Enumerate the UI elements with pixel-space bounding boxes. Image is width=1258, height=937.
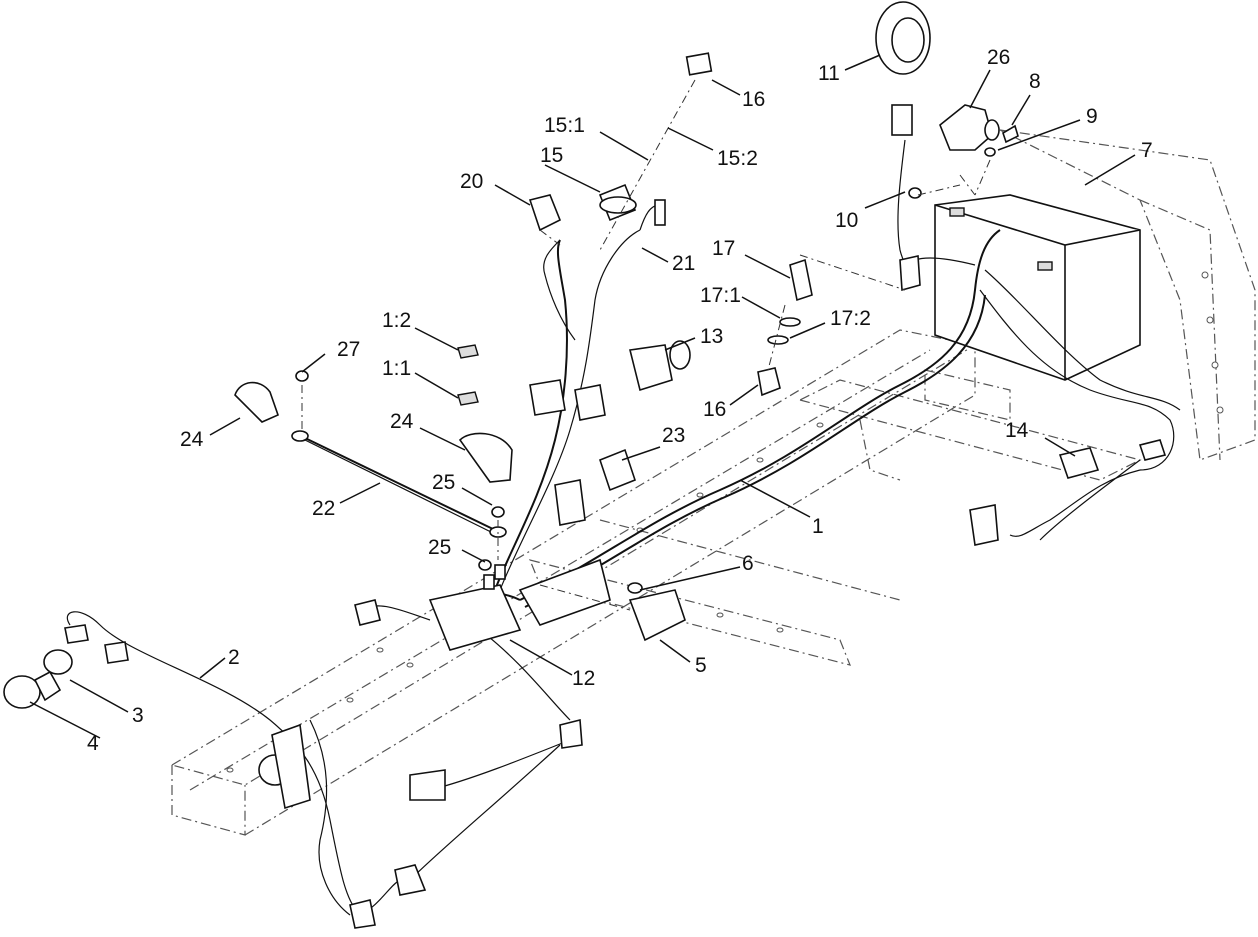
ground-cable [234,370,513,571]
callout-6: 6 [742,552,754,575]
leader-lines [29,54,1136,739]
callout-7: 7 [1141,139,1153,162]
callout-11: 11 [818,62,840,85]
callout-23: 23 [662,424,685,447]
callout-26: 26 [987,46,1010,69]
horn [875,1,931,136]
callout-9: 9 [1086,105,1098,128]
callout-25-top: 25 [432,471,455,494]
callout-13: 13 [700,325,723,348]
callout-17-1: 17:1 [700,284,741,307]
callout-15-2: 15:2 [717,147,758,170]
callout-15-1: 15:1 [544,114,585,137]
callout-24-left: 24 [180,428,204,451]
callout-14: 14 [1005,419,1029,442]
callout-8: 8 [1029,70,1041,93]
callout-2: 2 [228,646,240,669]
callout-4: 4 [87,732,99,755]
callout-24-right: 24 [390,410,414,433]
callout-3: 3 [132,704,144,727]
callout-10: 10 [835,209,858,232]
callout-16-bottom: 16 [703,398,726,421]
callout-labels: 11 26 8 9 7 10 16 15:1 15:2 15 20 21 17 … [87,46,1153,755]
callout-15: 15 [540,144,563,167]
callout-16-top: 16 [742,88,765,111]
callout-17-2: 17:2 [830,307,871,330]
callout-27: 27 [337,338,360,361]
callout-25-bottom: 25 [428,536,451,559]
lamps [3,649,311,810]
relay-bracket [428,558,686,651]
callout-1-2: 1:2 [382,309,411,332]
callout-17: 17 [712,237,735,260]
battery [934,194,1141,381]
callout-21: 21 [672,252,695,275]
callout-5: 5 [695,654,707,677]
callout-20: 20 [460,170,483,193]
callout-1-1: 1:1 [382,357,411,380]
assembly-lines [301,79,991,611]
battery-terminal-boot [908,104,1019,199]
switches-connectors [64,52,1167,929]
callout-1: 1 [812,515,824,538]
callout-22: 22 [312,497,335,520]
callout-12: 12 [572,667,595,690]
